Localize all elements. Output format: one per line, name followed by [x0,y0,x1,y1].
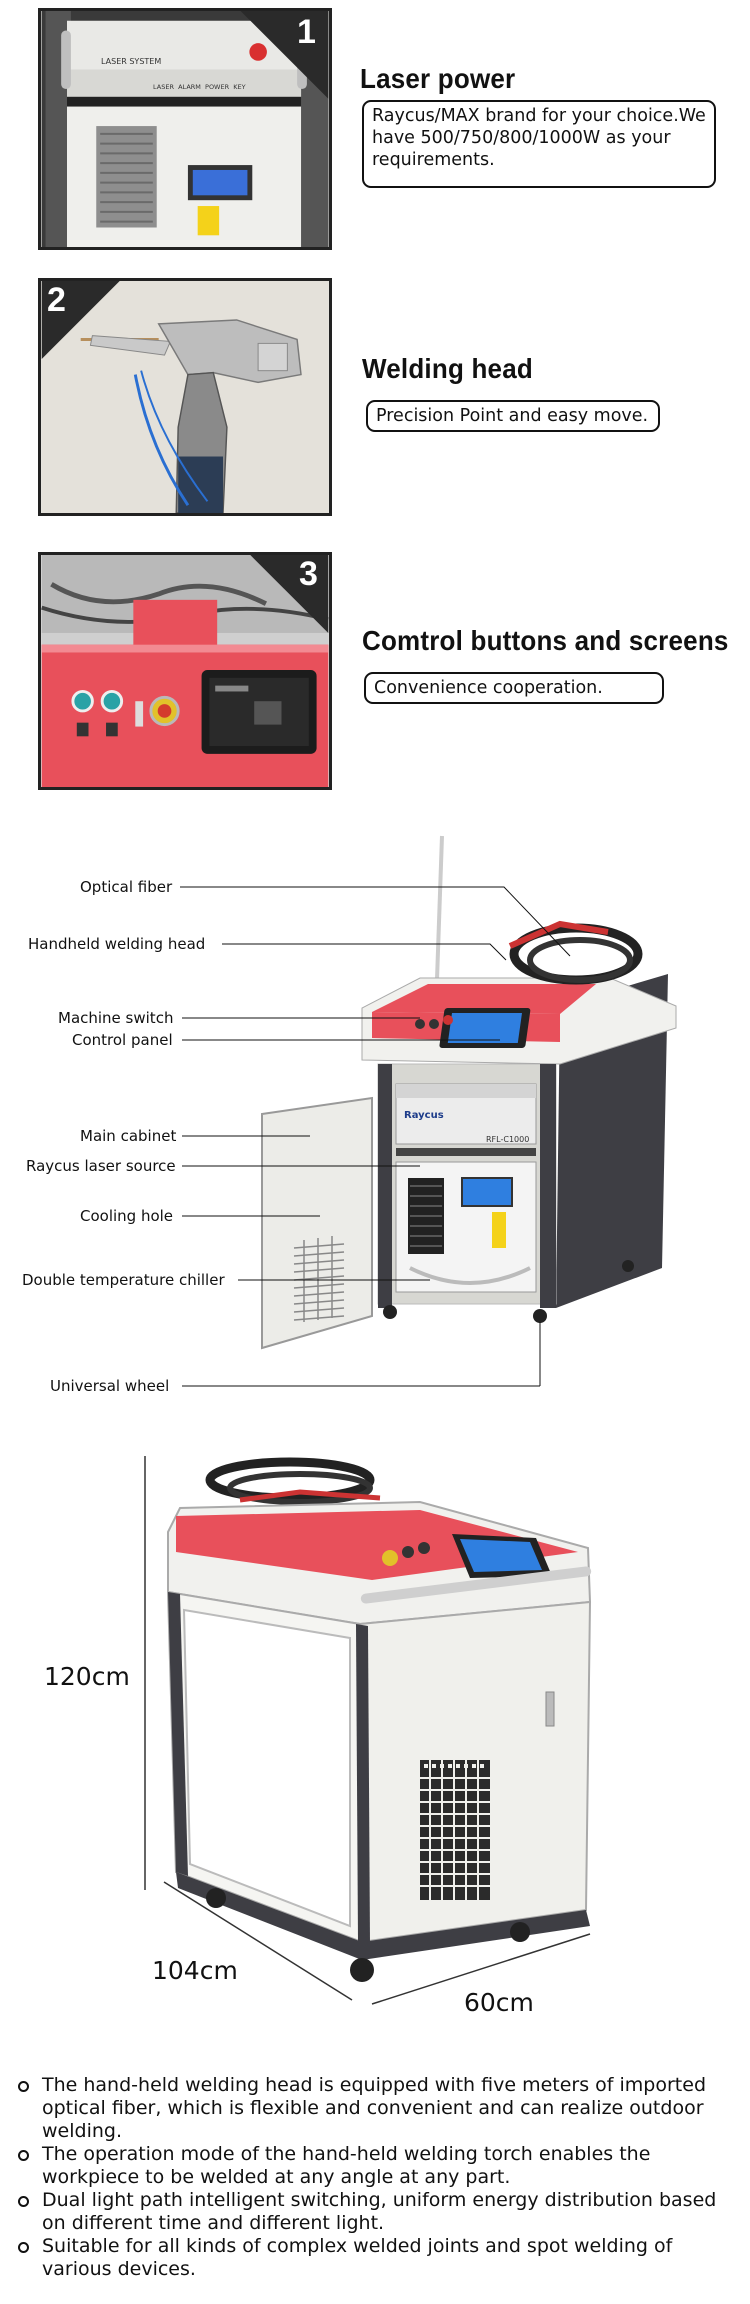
callout-double-temperature-chiller: Double temperature chiller [22,1271,225,1289]
callout-raycus-laser-source: Raycus laser source [26,1157,176,1175]
laser-system-indicators: LASER ALARM POWER KEY [153,83,246,91]
welding-head-illustration [41,281,329,513]
callout-handheld-welding-head: Handheld welding head [28,935,206,953]
bullet-circle-icon [18,2081,29,2092]
dimension-height: 120cm [44,1662,130,1691]
dimension-depth: 104cm [152,1956,238,1985]
callout-optical-fiber: Optical fiber [80,878,173,896]
machine-dimensions-figure: 120cm 104cm 60cm [0,1440,750,2065]
callout-cooling-hole: Cooling hole [80,1207,174,1225]
feature-number-2: 2 [47,281,66,319]
laser-source-brand-mark: Raycus [404,1110,444,1121]
dimension-width: 60cm [464,1988,534,2017]
welding-head-photo: 2 [38,278,332,516]
machine-dimensions-illustration [144,1456,592,2005]
control-panel-illustration [41,555,329,787]
list-item: The operation mode of the hand-held weld… [0,2143,750,2189]
feature-title-laser-power: Laser power [360,62,516,95]
feature-description-laser-power: Raycus/MAX brand for your choice.We have… [362,100,716,188]
feature-title-control-buttons: Comtrol buttons and screens [362,624,729,657]
callout-universal-wheel: Universal wheel [50,1377,170,1395]
list-item: The hand-held welding head is equipped w… [0,2074,750,2143]
machine-parts-diagram: Raycus RFL-C1000 Optical fiber Handheld … [0,828,750,1448]
list-item: Suitable for all kinds of complex welded… [0,2235,750,2281]
bullet-circle-icon [18,2150,29,2161]
machine-parts-illustration: Raycus RFL-C1000 [180,835,677,1387]
callout-machine-switch: Machine switch [58,1009,174,1027]
laser-system-illustration [41,11,329,247]
feature-number-1: 1 [297,13,316,51]
feature-bullet-list: The hand-held welding head is equipped w… [0,2074,750,2281]
list-item-text: The operation mode of the hand-held weld… [42,2143,651,2188]
list-item-text: The hand-held welding head is equipped w… [42,2074,707,2142]
list-item: Dual light path intelligent switching, u… [0,2189,750,2235]
feature-description-control-buttons: Convenience cooperation. [364,672,664,704]
list-item-text: Suitable for all kinds of complex welded… [42,2235,673,2280]
bullet-circle-icon [18,2196,29,2207]
laser-power-photo: LASER SYSTEM LASER ALARM POWER KEY 1 [38,8,332,250]
laser-source-model-mark: RFL-C1000 [486,1135,529,1144]
callout-control-panel: Control panel [72,1031,173,1049]
feature-title-welding-head: Welding head [362,352,533,385]
laser-system-panel-label: LASER SYSTEM [101,57,162,66]
list-item-text: Dual light path intelligent switching, u… [42,2189,717,2234]
bullet-circle-icon [18,2242,29,2253]
control-panel-photo: 3 [38,552,332,790]
feature-description-welding-head: Precision Point and easy move. [366,400,660,432]
feature-number-3: 3 [299,555,318,593]
callout-main-cabinet: Main cabinet [80,1127,177,1145]
